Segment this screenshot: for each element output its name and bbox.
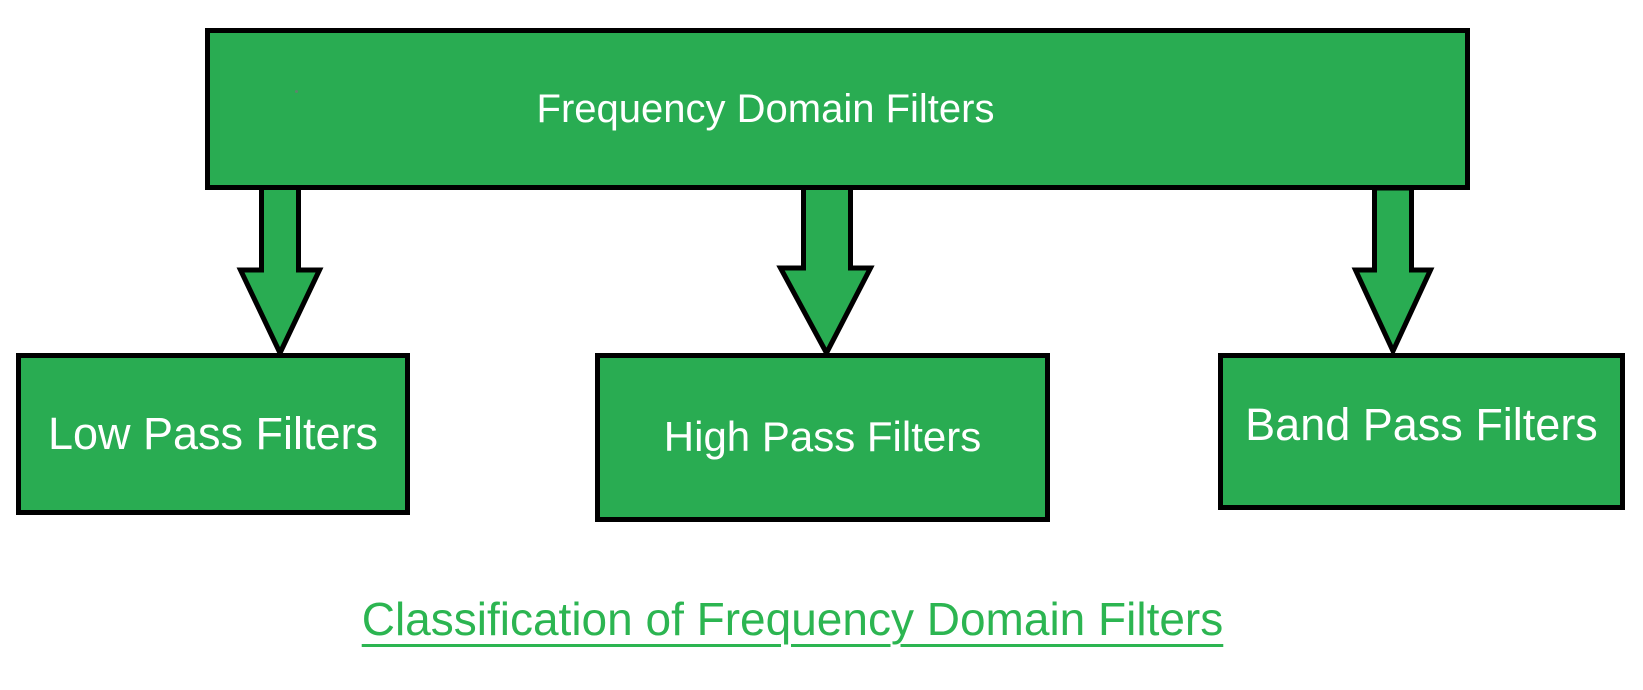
diagram-caption: Classification of Frequency Domain Filte…: [361, 593, 1224, 645]
ink-speck-artifact: [295, 90, 298, 93]
down-block-arrow-icon: [236, 183, 324, 359]
node-high-pass-filters: High Pass Filters: [595, 353, 1050, 522]
node-label: Frequency Domain Filters: [536, 87, 995, 131]
node-label: Band Pass Filters: [1245, 398, 1598, 450]
down-block-arrow-icon: [1351, 185, 1435, 357]
node-frequency-domain-filters: Frequency Domain Filters: [205, 28, 1470, 190]
node-label: High Pass Filters: [663, 413, 982, 461]
node-low-pass-filters: Low Pass Filters: [16, 353, 410, 515]
down-block-arrow-icon: [776, 180, 875, 359]
node-band-pass-filters: Band Pass Filters: [1218, 353, 1625, 510]
node-label: Low Pass Filters: [47, 408, 379, 460]
